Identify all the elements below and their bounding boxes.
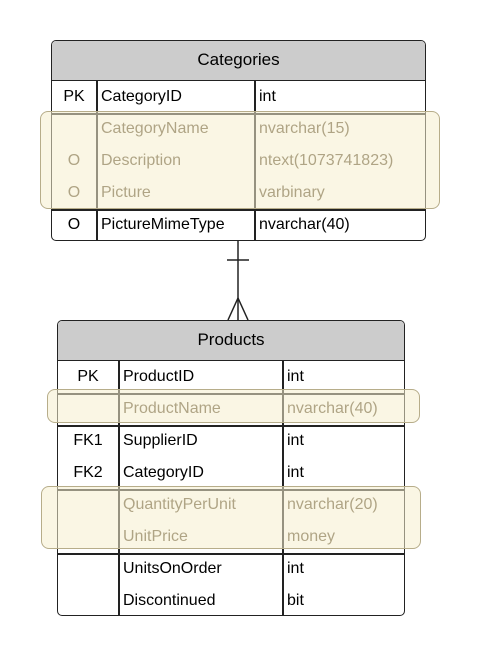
field-name: ProductID [123, 368, 195, 385]
field-name: CategoryID [123, 464, 204, 481]
products-row: UnitsOnOrder int [58, 553, 404, 585]
field-type: int [287, 560, 304, 577]
field-type: bit [287, 592, 304, 609]
products-row: FK1 SupplierID int [58, 425, 404, 457]
products-row: FK2 CategoryID int [58, 457, 404, 489]
products-title: Products [58, 321, 404, 361]
key-cell: FK2 [73, 464, 103, 481]
key-cell: FK1 [73, 432, 103, 449]
field-name: PictureMimeType [101, 216, 225, 233]
key-cell: PK [63, 88, 85, 105]
field-name: Discontinued [123, 592, 216, 609]
many-crowfoot-left [227, 297, 239, 321]
field-name: CategoryID [101, 88, 182, 105]
many-crowfoot-right [237, 297, 249, 321]
categories-row: PK CategoryID int [52, 81, 425, 113]
field-type: nvarchar(40) [259, 216, 350, 233]
products-row: Discontinued bit [58, 585, 404, 615]
products-row: PK ProductID int [58, 361, 404, 393]
field-type: int [287, 464, 304, 481]
field-type: int [287, 432, 304, 449]
categories-row: O PictureMimeType nvarchar(40) [52, 209, 425, 240]
field-name: UnitsOnOrder [123, 560, 222, 577]
products-entity: Products PK ProductID int ProductName nv… [57, 320, 405, 616]
field-type: int [259, 88, 276, 105]
key-cell: O [67, 216, 81, 233]
field-name: SupplierID [123, 432, 198, 449]
field-type: int [287, 368, 304, 385]
key-cell: PK [77, 368, 99, 385]
categories-title: Categories [52, 41, 425, 81]
